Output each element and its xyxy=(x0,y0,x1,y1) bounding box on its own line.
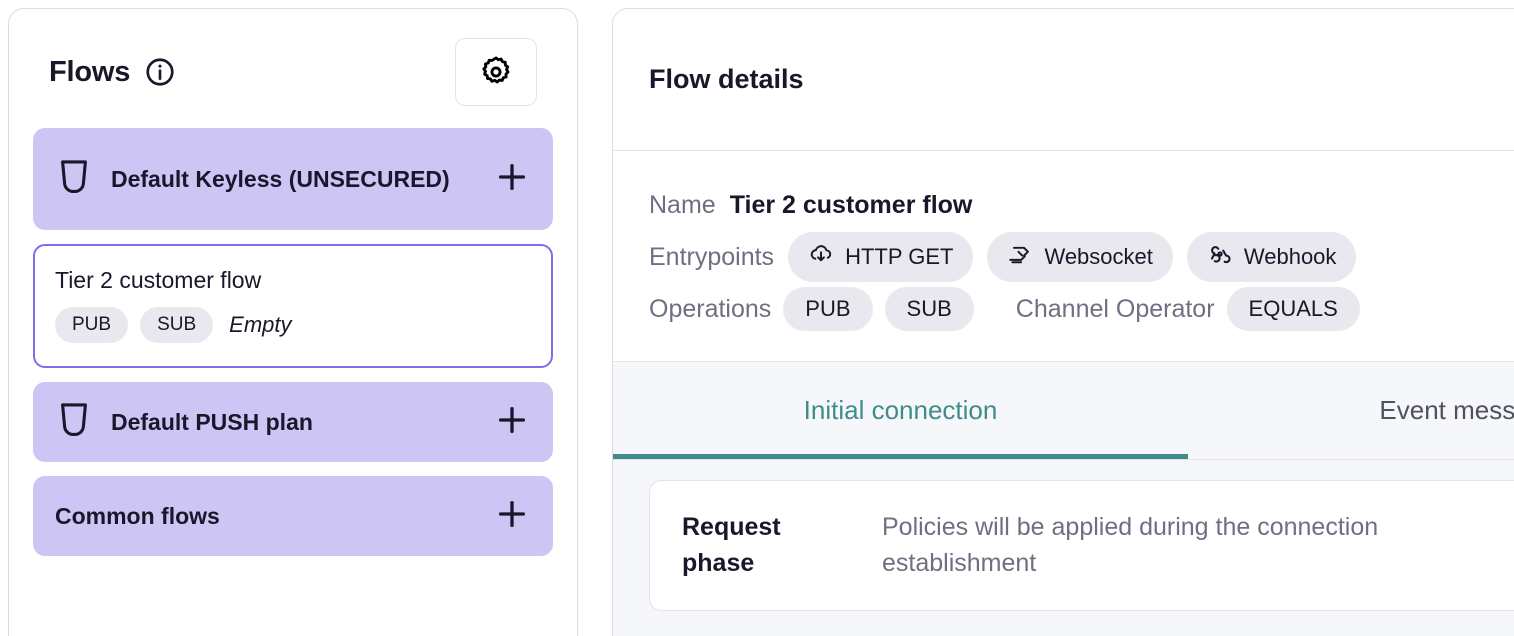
operation-chip-pub: PUB xyxy=(55,306,129,343)
flow-card-common-flows[interactable]: Common flows xyxy=(33,476,553,556)
shield-icon xyxy=(55,157,93,202)
cloud-download-icon xyxy=(808,241,834,272)
flow-card-tier-2-customer-flow[interactable]: Tier 2 customer flow PUB SUB Empty xyxy=(33,244,553,368)
flows-title-group: Flows xyxy=(49,56,176,88)
tab-event-messages[interactable]: Event messages xyxy=(1379,395,1514,425)
entrypoint-label: HTTP GET xyxy=(845,244,954,270)
plus-icon[interactable] xyxy=(493,158,531,201)
flow-details-panel: Flow details Name Tier 2 customer flow E… xyxy=(612,8,1514,636)
entrypoint-badge-websocket: Websocket xyxy=(987,232,1173,282)
flow-card-label: Default Keyless (UNSECURED) xyxy=(111,165,450,192)
flow-details-header: Flow details xyxy=(613,9,1514,151)
flow-card-default-push-plan[interactable]: Default PUSH plan xyxy=(33,382,553,462)
phase-section: Request phase Policies will be applied d… xyxy=(613,460,1514,636)
entrypoints-label: Entrypoints xyxy=(649,242,775,271)
flow-card-label: Default PUSH plan xyxy=(111,408,313,435)
entrypoint-badge-http-get: HTTP GET xyxy=(788,232,974,282)
entrypoint-label: Websocket xyxy=(1044,244,1153,270)
flow-card-label: Tier 2 customer flow xyxy=(55,267,262,294)
operation-badge-pub: PUB xyxy=(783,287,873,331)
shield-icon xyxy=(55,400,93,445)
gear-icon xyxy=(478,54,514,90)
flow-status-text: Empty xyxy=(229,311,292,337)
operations-label: Operations xyxy=(649,294,772,323)
flow-card-meta: PUB SUB Empty xyxy=(55,306,292,343)
settings-button[interactable] xyxy=(455,38,537,106)
info-circle-icon[interactable] xyxy=(144,56,176,88)
websocket-icon xyxy=(1007,241,1033,272)
plus-icon[interactable] xyxy=(493,495,531,538)
flow-details-meta: Name Tier 2 customer flow Entrypoints HT… xyxy=(613,151,1514,362)
plus-icon[interactable] xyxy=(493,401,531,444)
operation-chip-sub: SUB xyxy=(140,306,214,343)
name-row: Name Tier 2 customer flow xyxy=(649,179,1514,231)
name-value: Tier 2 customer flow xyxy=(729,190,973,219)
page-title: Flows xyxy=(49,55,131,88)
flows-panel: Flows xyxy=(8,8,578,636)
request-phase-label: Request phase xyxy=(682,513,781,578)
request-phase-card: Request phase Policies will be applied d… xyxy=(649,480,1514,611)
flow-card-default-keyless[interactable]: Default Keyless (UNSECURED) xyxy=(33,128,553,230)
entrypoints-row: Entrypoints HTTP GET xyxy=(649,231,1514,283)
operations-row: Operations PUB SUB Channel Operator EQUA… xyxy=(649,283,1514,335)
flow-card-label: Common flows xyxy=(55,502,220,529)
name-label: Name xyxy=(649,190,716,219)
channel-operator-badge: EQUALS xyxy=(1226,287,1360,331)
flow-list: Default Keyless (UNSECURED) Tier 2 custo… xyxy=(33,128,553,556)
flow-details-title: Flow details xyxy=(649,64,804,94)
entrypoint-badge-webhook: Webhook xyxy=(1186,232,1357,282)
webhook-icon xyxy=(1207,241,1233,272)
flows-header: Flows xyxy=(33,38,553,106)
flow-details-tabs: Initial connection Event messages xyxy=(613,362,1514,460)
tab-initial-connection[interactable]: Initial connection xyxy=(613,362,1188,459)
channel-operator-label: Channel Operator xyxy=(1015,294,1215,323)
operation-badge-sub: SUB xyxy=(884,287,974,331)
request-phase-description: Policies will be applied during the conn… xyxy=(882,513,1379,578)
entrypoint-label: Webhook xyxy=(1243,244,1337,270)
